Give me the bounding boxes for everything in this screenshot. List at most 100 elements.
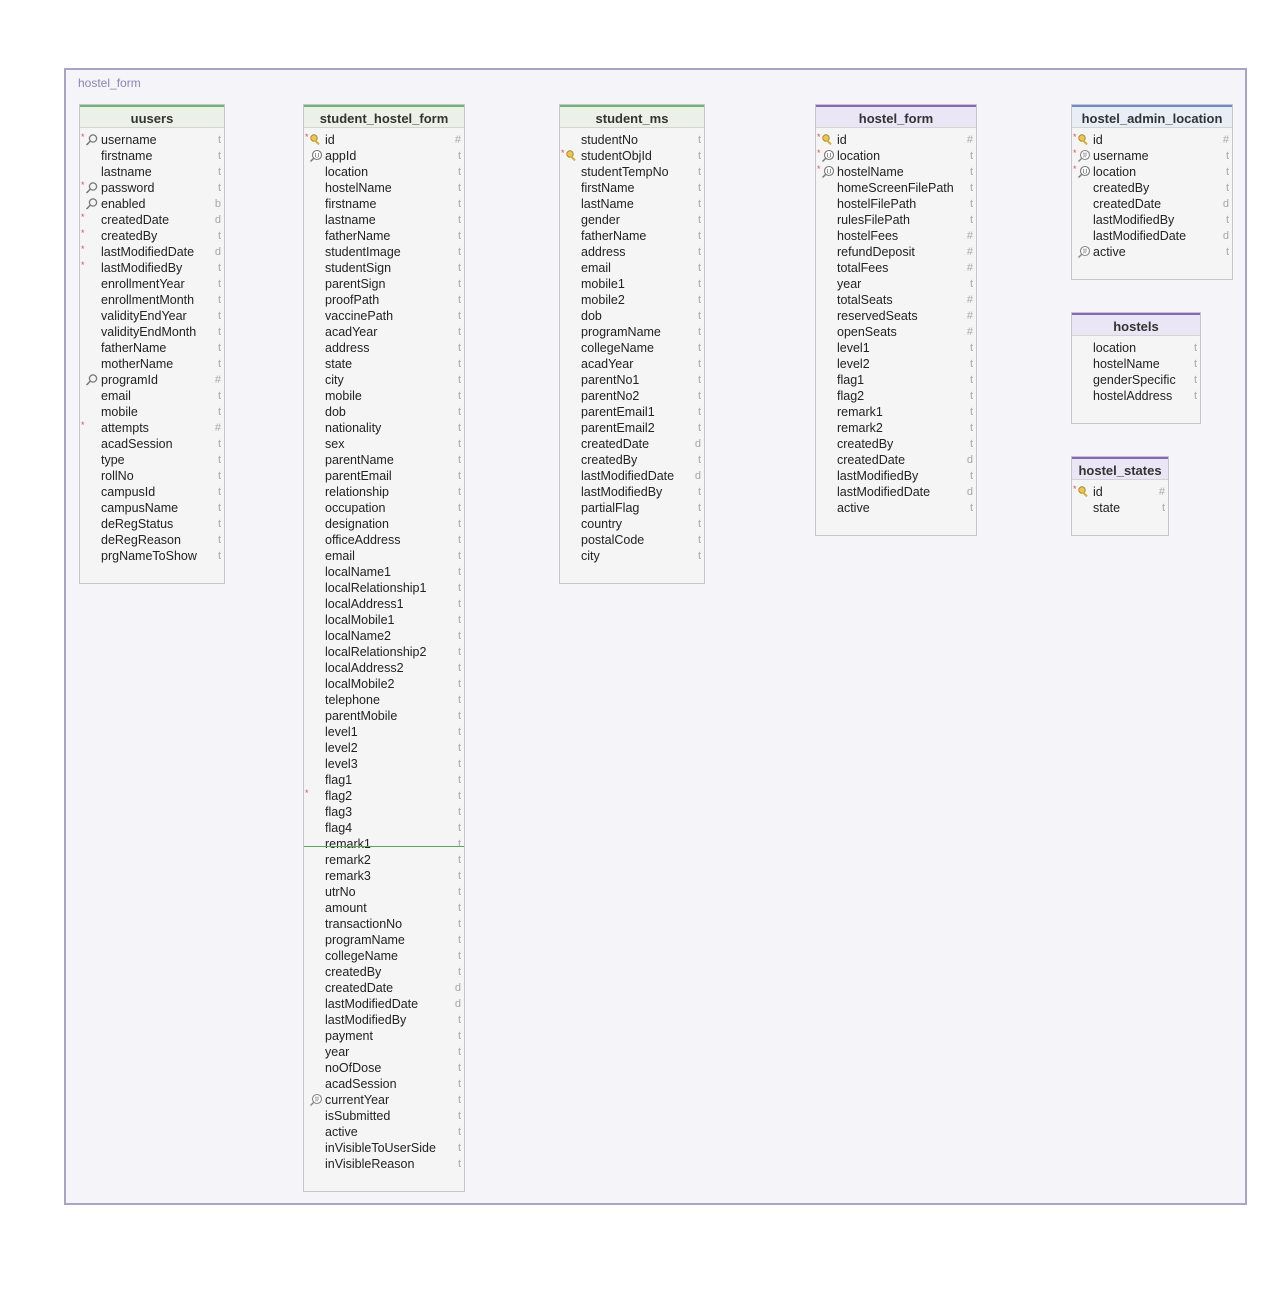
column-row[interactable]: *attempts# bbox=[80, 420, 224, 436]
table-header[interactable]: student_hostel_form bbox=[304, 105, 464, 128]
column-row[interactable]: openSeats# bbox=[816, 324, 976, 340]
column-row[interactable]: *id# bbox=[1072, 484, 1168, 500]
table-header[interactable]: uusers bbox=[80, 105, 224, 128]
column-row[interactable]: programId# bbox=[80, 372, 224, 388]
column-row[interactable]: totalSeats# bbox=[816, 292, 976, 308]
table-header[interactable]: hostel_admin_location bbox=[1072, 105, 1232, 128]
column-row[interactable]: *id# bbox=[816, 132, 976, 148]
table-header[interactable]: student_ms bbox=[560, 105, 704, 128]
table-header[interactable]: hostel_states bbox=[1072, 457, 1168, 480]
column-row[interactable]: totalFees# bbox=[816, 260, 976, 276]
column-row[interactable]: *id# bbox=[304, 132, 464, 148]
